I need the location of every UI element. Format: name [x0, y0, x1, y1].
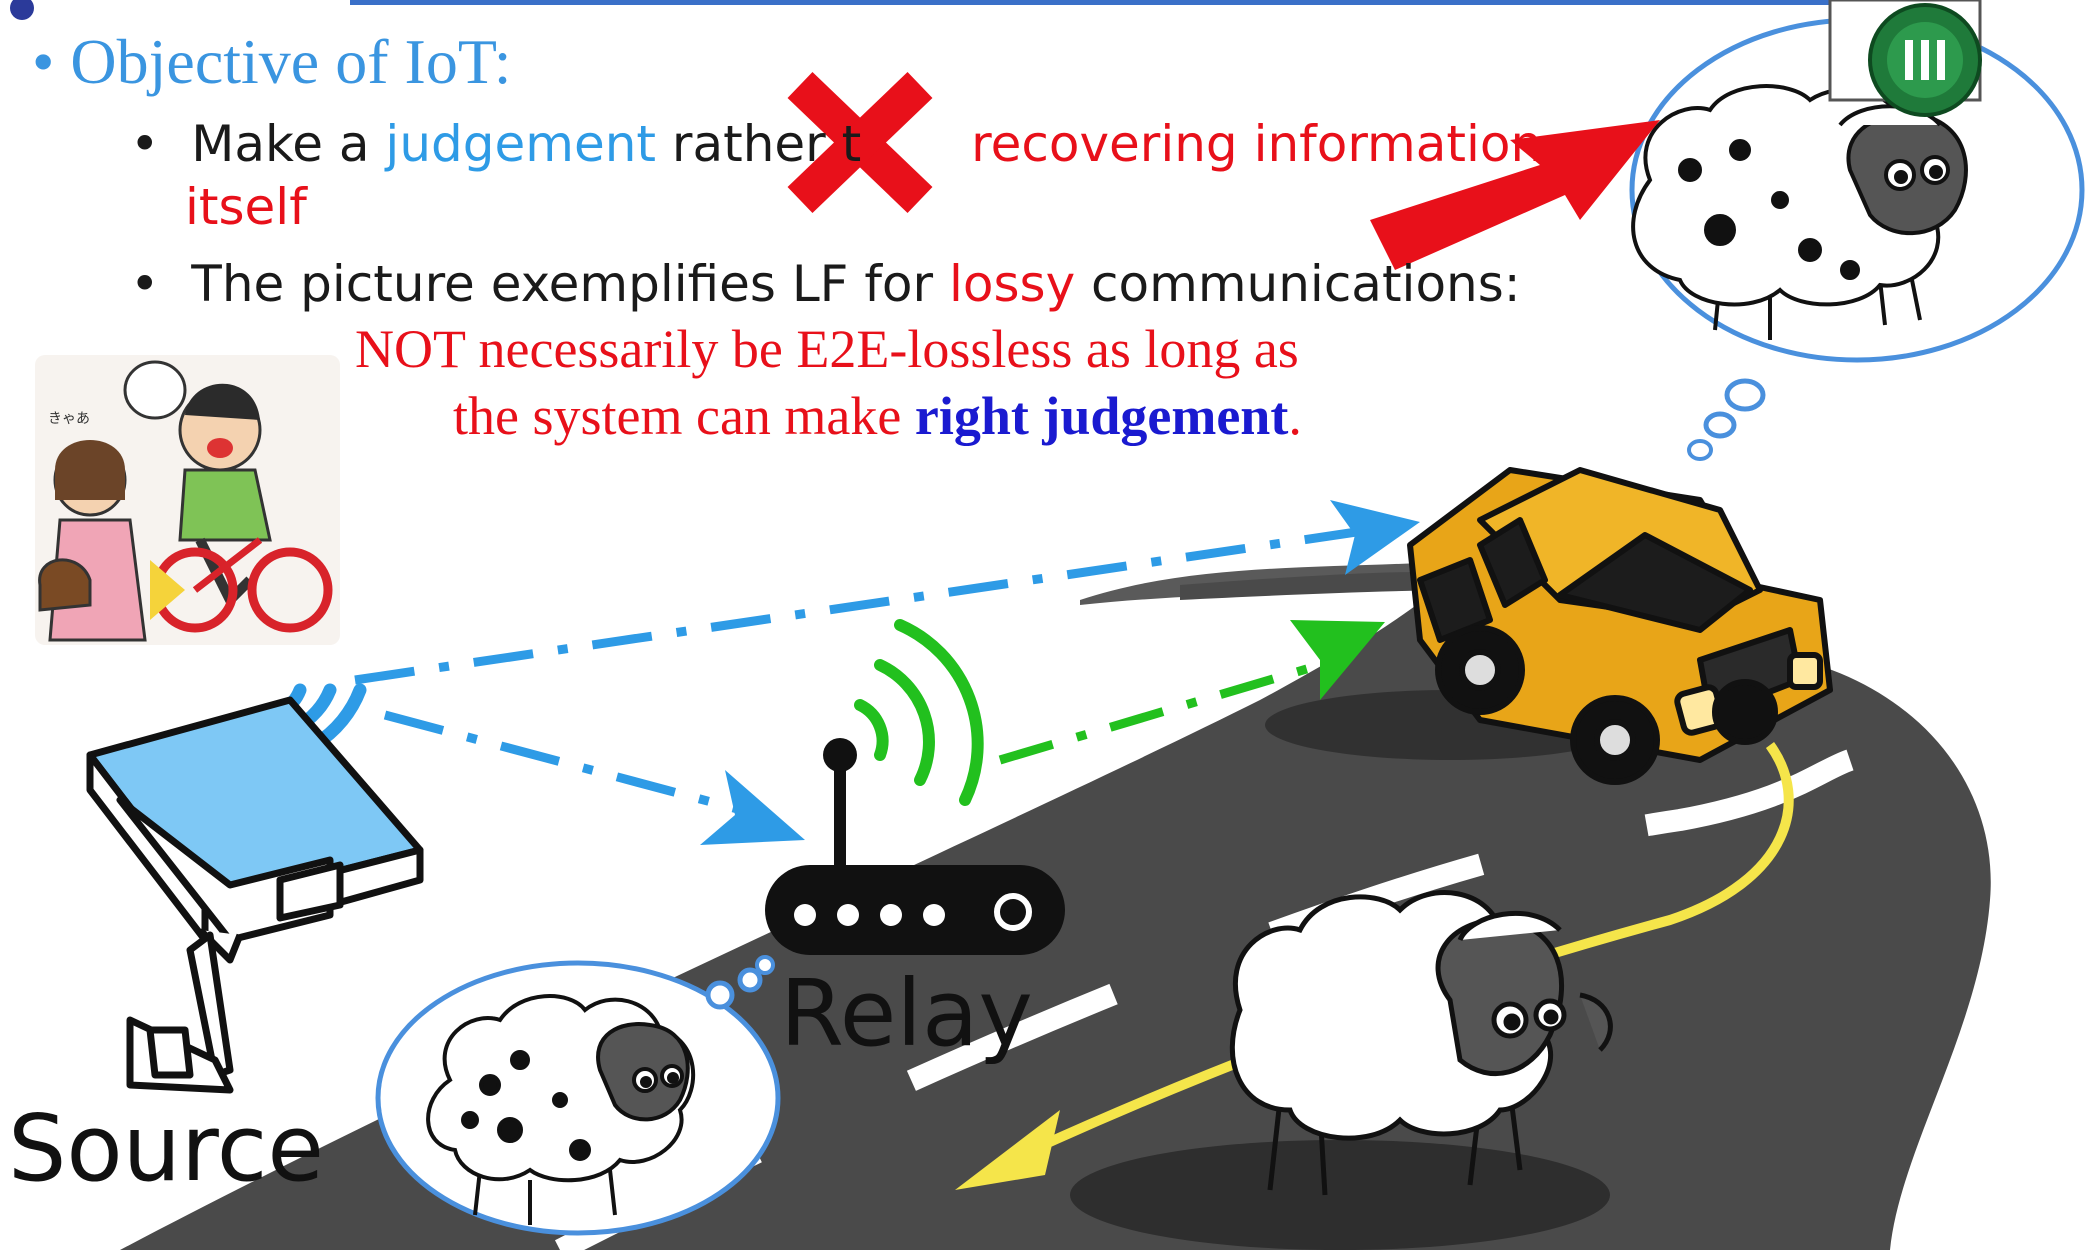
source-to-car-arrowhead-icon — [1330, 500, 1420, 575]
bullet2-prefix: The picture exemplifies LF for — [191, 255, 949, 313]
bullet-1: • Make a judgement rather than recoverin… — [130, 115, 1542, 173]
bullet-dot: • — [130, 255, 192, 313]
spotted-sheep-icon — [1631, 84, 1968, 340]
bullet1-highlight: judgement — [385, 115, 657, 173]
corner-logo-icon — [10, 0, 34, 20]
note-line2-suffix: . — [1288, 386, 1302, 446]
router-icon — [765, 738, 1065, 955]
heading-text: Objective of IoT: — [70, 26, 512, 97]
yellow-arrowhead-icon — [955, 1110, 1060, 1190]
spotted-sheep-icon — [426, 994, 695, 1225]
bullet2-highlight: lossy — [948, 255, 1076, 313]
note-line2-bold: right judgement — [914, 386, 1289, 446]
yellow-trajectory — [1007, 742, 1794, 1165]
bullet1-tail: itself — [185, 178, 307, 236]
source-to-relay-arrowhead-icon — [700, 770, 805, 845]
heading: • Objective of IoT: — [32, 25, 512, 99]
note-line2-prefix: the system can make — [453, 386, 915, 446]
camera-icon — [86, 696, 424, 1094]
relay-to-car-arrowhead-icon — [1290, 620, 1385, 700]
header-rule — [350, 0, 1850, 5]
incident-illustration — [35, 355, 340, 645]
speech-text: きゃあ — [48, 411, 90, 427]
bullet-dot: • — [130, 115, 192, 173]
bullet1-red-phrase: recovering information — [955, 115, 1543, 173]
relay-signal-icon — [854, 619, 984, 806]
source-to-relay-arrow — [383, 710, 762, 820]
relay-label: Relay — [780, 960, 1033, 1067]
relay-to-car-arrow — [998, 660, 1322, 765]
red-arrow-icon — [1370, 120, 1660, 270]
bullet1-middle: rather t — [656, 115, 862, 173]
bullet-2: • The picture exemplifies LF for lossy c… — [130, 255, 1521, 313]
logo-icon — [1828, 0, 1982, 117]
sheep-icon — [1070, 890, 1613, 1250]
heading-bullet: • — [32, 26, 55, 97]
source-to-car-arrow — [354, 525, 1371, 685]
bullet1-prefix: Make a — [191, 115, 386, 173]
cross-icon — [787, 72, 933, 213]
note-line-1: NOT necessarily be E2E-lossless as long … — [355, 319, 1299, 379]
car-icon — [1265, 467, 1833, 785]
note-line-2: the system can make right judgement. — [453, 385, 1302, 447]
source-label: Source — [8, 1095, 324, 1202]
bullet2-suffix: communications: — [1075, 255, 1521, 313]
